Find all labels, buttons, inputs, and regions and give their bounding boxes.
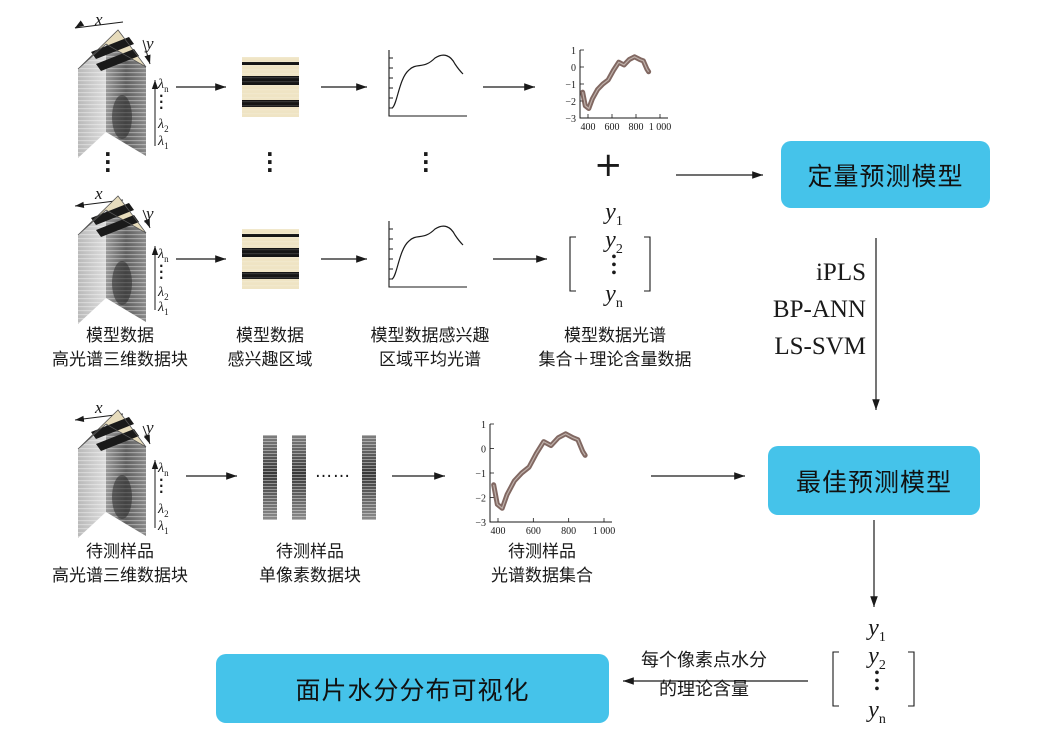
vector-dots: ••• bbox=[874, 666, 880, 697]
spectra-plot-model: 1 0 −1 −2 −3 400 600 800 1 000 bbox=[565, 46, 671, 133]
lambda-n-label: λn bbox=[158, 461, 169, 478]
y-tick-label: −1 bbox=[475, 469, 486, 480]
best-model-box: 最佳预测模型 bbox=[768, 446, 980, 515]
spectra-plot-sample: 1 0 −1 −2 −3 400 600 800 1 000 bbox=[475, 420, 615, 537]
mean-spectrum-thumb-1 bbox=[388, 49, 468, 117]
x-tick-label: 1 000 bbox=[593, 526, 616, 537]
x-tick-label: 400 bbox=[491, 526, 506, 537]
y-tick-label: −2 bbox=[565, 97, 576, 108]
lambda-1-label: λ1 bbox=[158, 519, 169, 536]
lambda-dots: ··· bbox=[159, 89, 164, 115]
pixel-content-vector: y1 y2 ••• yn bbox=[850, 614, 904, 727]
hypercube-sample bbox=[74, 409, 159, 539]
y2-label: y2 bbox=[605, 227, 623, 257]
y-tick-label: −3 bbox=[565, 114, 576, 125]
y-tick-label: 0 bbox=[481, 445, 486, 456]
x-tick-label: 800 bbox=[561, 526, 576, 537]
hypercube-model-2 bbox=[74, 195, 159, 325]
lambda-1-label: λ1 bbox=[158, 300, 169, 317]
caption-model-mean-spectrum: 模型数据感兴趣区域平均光谱 bbox=[370, 326, 490, 370]
lambda-n-label: λn bbox=[158, 247, 169, 264]
vector-brackets-model bbox=[569, 236, 651, 292]
y1-label: y1 bbox=[605, 199, 623, 229]
roi-patch-2 bbox=[242, 229, 299, 289]
lambda-2-label: λ2 bbox=[158, 285, 169, 302]
method-ls-svm: LS-SVM bbox=[774, 333, 866, 360]
caption-sample-spectra: 待测样品光谱数据集合 bbox=[491, 542, 593, 586]
y-tick-label: −2 bbox=[475, 494, 486, 505]
x-tick-label: 400 bbox=[581, 122, 596, 133]
caption-sample-cube: 待测样品高光谱三维数据块 bbox=[52, 542, 188, 586]
method-bp-ann: BP-ANN bbox=[772, 296, 866, 323]
caption-model-cube: 模型数据高光谱三维数据块 bbox=[52, 326, 188, 370]
caption-model-dataset: 模型数据光谱集合＋理论含量数据 bbox=[538, 326, 692, 370]
row2 bbox=[74, 195, 651, 325]
cube-x-label: x bbox=[95, 184, 103, 203]
y1-label: y1 bbox=[868, 615, 886, 645]
vector-dots: ••• bbox=[611, 250, 617, 281]
pixel-strips bbox=[263, 435, 376, 520]
quant-model-box: 定量预测模型 bbox=[781, 141, 990, 208]
plus-sign: + bbox=[594, 145, 623, 185]
lambda-2-label: λ2 bbox=[158, 117, 169, 134]
y-tick-label: 1 bbox=[481, 420, 486, 431]
y-tick-label: 1 bbox=[571, 46, 576, 57]
cube-x-label: x bbox=[95, 10, 103, 29]
pixel-content-label: 每个像素点水分的理论含量 bbox=[641, 650, 767, 700]
vdots-cube: ··· bbox=[104, 142, 112, 182]
vector-brackets-result bbox=[832, 651, 915, 707]
cube-x-label: x bbox=[95, 398, 103, 417]
cube-y-label: y bbox=[146, 418, 154, 437]
vdots-spectrum: ··· bbox=[422, 142, 430, 182]
cube-y-label: y bbox=[146, 34, 154, 53]
y2-label: y2 bbox=[868, 643, 886, 673]
row3: 1 0 −1 −2 −3 400 600 800 1 000 bbox=[74, 409, 745, 539]
y-tick-label: −1 bbox=[565, 80, 576, 91]
yn-label: yn bbox=[868, 697, 886, 727]
x-tick-label: 600 bbox=[526, 526, 541, 537]
roi-patch-1 bbox=[242, 57, 299, 117]
x-tick-label: 1 000 bbox=[649, 122, 672, 133]
lambda-dots: ··· bbox=[159, 473, 164, 499]
spectra-band bbox=[491, 431, 588, 511]
vdots-roi: ··· bbox=[266, 142, 274, 182]
lambda-1-label: λ1 bbox=[158, 134, 169, 151]
caption-model-roi: 模型数据感兴趣区域 bbox=[227, 326, 313, 370]
yn-label: yn bbox=[605, 281, 623, 311]
pixel-strips-ellipsis: …… bbox=[315, 462, 351, 482]
visualization-box: 面片水分分布可视化 bbox=[216, 654, 609, 723]
mean-spectrum-thumb-2 bbox=[388, 220, 468, 288]
y-tick-label: −3 bbox=[475, 518, 486, 529]
method-ipls: iPLS bbox=[815, 259, 866, 286]
lambda-dots: ··· bbox=[159, 259, 164, 285]
spectra-band bbox=[580, 54, 652, 111]
x-tick-label: 800 bbox=[629, 122, 644, 133]
lambda-2-label: λ2 bbox=[158, 502, 169, 519]
cube-y-label: y bbox=[146, 204, 154, 223]
x-tick-label: 600 bbox=[605, 122, 620, 133]
theory-content-vector: y1 y2 ••• yn bbox=[587, 198, 641, 311]
y-tick-label: 0 bbox=[571, 63, 576, 74]
method-list: iPLS BP-ANN LS-SVM bbox=[740, 254, 866, 365]
hypercube-model-1 bbox=[75, 22, 159, 159]
row1: 1 0 −1 −2 −3 400 600 800 1 000 bbox=[75, 22, 763, 179]
caption-sample-pixels: 待测样品单像素数据块 bbox=[259, 542, 361, 586]
lambda-n-label: λn bbox=[158, 77, 169, 94]
